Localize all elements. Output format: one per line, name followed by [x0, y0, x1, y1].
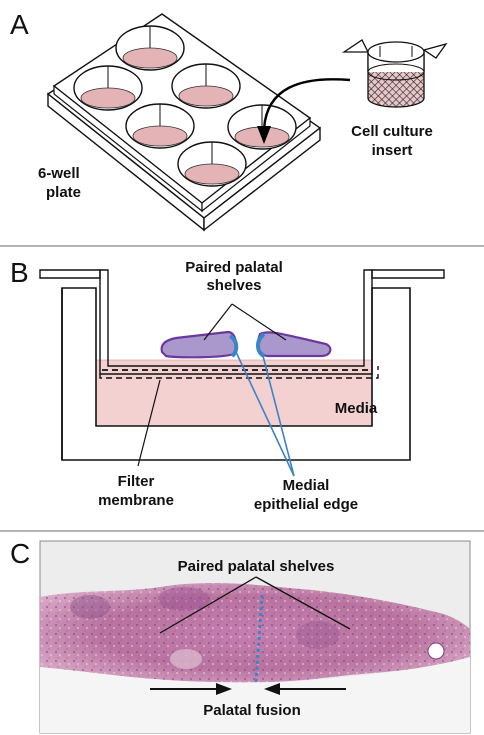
tissue-structure: [427, 642, 445, 660]
fusion-seam-line: [254, 594, 264, 684]
mee-label-line2: epithelial edge: [254, 496, 358, 513]
panel-divider: [0, 245, 484, 247]
fusion-arrowhead-right: [264, 683, 280, 695]
panel-b: B Paired palatal shelves Media Filter me…: [0, 248, 484, 529]
plate-base-right: [203, 126, 321, 232]
insert-arrow: [262, 78, 351, 131]
panel-a: A: [0, 0, 484, 245]
well: [115, 25, 185, 71]
tissue-structure: [70, 595, 110, 619]
shelves-label-line2: shelves: [206, 277, 261, 294]
panel-b-diagram: B Paired palatal shelves Media Filter me…: [10, 257, 445, 513]
shelves-label-line1: Paired palatal: [185, 259, 283, 276]
edge-leader-right: [261, 351, 295, 477]
shelves-leader-right: [231, 303, 287, 341]
well: [177, 141, 247, 187]
panel-c: C Paired palatal shelves Palatal fusion: [0, 533, 484, 735]
insert-flange-left: [39, 269, 101, 279]
insert-wall: [99, 269, 373, 375]
panel-divider: [0, 530, 484, 532]
well: [73, 65, 143, 111]
well: [171, 63, 241, 109]
tissue-structure: [296, 621, 340, 649]
shelves-label: Paired palatal shelves: [178, 558, 335, 575]
palatal-shelf-right: [257, 331, 332, 358]
mee-label-line1: Medial: [283, 477, 330, 494]
filter-label-line1: Filter: [118, 473, 155, 490]
panel-c-micrograph: C Paired palatal shelves Palatal fusion: [10, 538, 471, 734]
tissue-structure: [170, 649, 202, 669]
insert-label-line2: insert: [372, 142, 413, 159]
panel-a-letter: A: [10, 9, 29, 40]
media-region: [95, 359, 373, 427]
well: [125, 103, 195, 149]
medial-edge-left: [228, 334, 239, 358]
shelves-leader-left: [203, 303, 233, 341]
panel-b-letter: B: [10, 257, 29, 288]
media-label: Media: [335, 400, 378, 417]
filter-label-line2: membrane: [98, 492, 174, 509]
panel-a-diagram: A: [10, 9, 448, 232]
background-lower: [40, 657, 470, 733]
tissue-structure: [158, 587, 210, 611]
shelves-leader-right: [255, 576, 351, 630]
insert-flange-right: [371, 269, 445, 279]
insert-label-line1: Cell culture: [351, 123, 433, 140]
shelves-leader-left: [159, 576, 257, 634]
cell-culture-insert-icon: [341, 39, 448, 108]
palatal-shelf-left: [160, 330, 238, 359]
edge-leader-left: [235, 351, 295, 477]
fusion-label: Palatal fusion: [203, 702, 301, 719]
filter-leader: [137, 379, 161, 467]
plate-label-line2: plate: [46, 184, 81, 201]
fusion-arrowhead-left: [216, 683, 232, 695]
tissue-texture: [40, 583, 470, 683]
plate-label-line1: 6-well: [38, 165, 80, 182]
panel-c-letter: C: [10, 538, 30, 569]
insert-arrowhead: [257, 126, 271, 144]
